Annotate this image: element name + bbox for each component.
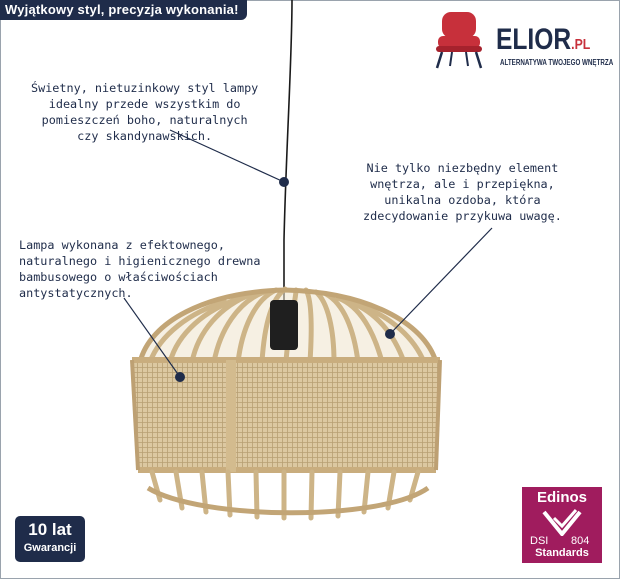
edinos-dsi: DSI: [530, 535, 549, 547]
callout-line-2: [389, 227, 493, 335]
callout-dot-2: [385, 329, 395, 339]
warranty-badge: 10 lat Gwarancji: [15, 516, 85, 562]
top-banner: Wyjątkowy styl, precyzja wykonania!: [0, 0, 247, 20]
logo-tagline: ALTERNATYWA TWOJEGO WNĘTRZA: [500, 58, 614, 67]
edinos-check-icon: [542, 509, 582, 536]
elior-logo[interactable]: ELIOR.PL ALTERNATYWA TWOJEGO WNĘTRZA: [428, 8, 613, 74]
lamp-shade-drum: [130, 357, 442, 473]
callout-text-style: Świetny, nietuzinkowy styl lampy idealny…: [31, 81, 259, 143]
lamp-cage-bottom: [146, 469, 430, 521]
edinos-label: Edinos: [536, 489, 587, 506]
chair-icon: [435, 12, 483, 69]
warranty-label: Gwarancji: [23, 542, 77, 554]
warranty-years: 10 lat: [28, 520, 72, 539]
callout-text-decor: Nie tylko niezbędny element wnętrza, ale…: [363, 161, 562, 223]
edinos-standards-badge: Edinos DSI 804 Standards: [522, 487, 602, 563]
callout-dot-1: [279, 177, 289, 187]
logo-tld: .PL: [571, 36, 591, 53]
lamp-cord: [283, 0, 293, 300]
callout-line-3: [123, 297, 181, 378]
logo-brand: ELIOR.PL: [496, 25, 590, 60]
edinos-code: 804: [571, 535, 590, 547]
lamp-cage-top: [137, 286, 439, 365]
callout-dot-3: [175, 372, 185, 382]
callout-line-1: [169, 129, 285, 183]
logo-brand-text: ELIOR: [496, 23, 572, 56]
edinos-standards: Standards: [535, 547, 589, 559]
callout-text-material: Lampa wykonana z efektownego, naturalneg…: [19, 238, 261, 300]
